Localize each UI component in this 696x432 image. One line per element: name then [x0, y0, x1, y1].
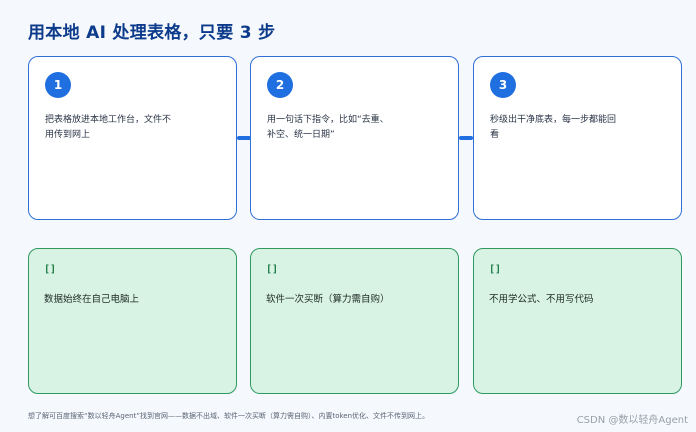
- feature-card-1: [] 数据始终在自己电脑上: [28, 248, 237, 394]
- step-card-3: 3 秒级出干净底表，每一步都能回看: [473, 56, 682, 220]
- footer-note: 想了解可百度搜索“数以轻舟Agent”找到官网——数据不出域、软件一次买断（算力…: [28, 412, 430, 420]
- step-number-badge: 3: [490, 72, 516, 98]
- step-card-1: 1 把表格放进本地工作台，文件不用传到网上: [28, 56, 237, 220]
- step-number-badge: 1: [45, 72, 71, 98]
- step-number-badge: 2: [267, 72, 293, 98]
- step-description: 把表格放进本地工作台，文件不用传到网上: [45, 115, 172, 140]
- watermark: CSDN @数以轻舟Agent: [576, 415, 688, 426]
- step-description: 秒级出干净底表，每一步都能回看: [490, 115, 617, 140]
- step-connector: [237, 136, 251, 140]
- feature-card-3: [] 不用学公式、不用写代码: [473, 248, 682, 394]
- feature-text: 软件一次买断（算力需自购）: [266, 294, 390, 305]
- step-card-2: 2 用一句话下指令，比如“去重、补空、统一日期”: [250, 56, 459, 220]
- feature-text: 不用学公式、不用写代码: [489, 294, 594, 305]
- feature-text: 数据始终在自己电脑上: [44, 294, 140, 305]
- step-connector: [459, 136, 473, 140]
- bracket-icon: []: [489, 264, 502, 275]
- feature-card-2: [] 软件一次买断（算力需自购）: [250, 248, 459, 394]
- bracket-icon: []: [266, 264, 279, 275]
- page-title: 用本地 AI 处理表格，只要 3 步: [28, 23, 276, 43]
- bracket-icon: []: [44, 264, 57, 275]
- step-description: 用一句话下指令，比如“去重、补空、统一日期”: [267, 115, 389, 140]
